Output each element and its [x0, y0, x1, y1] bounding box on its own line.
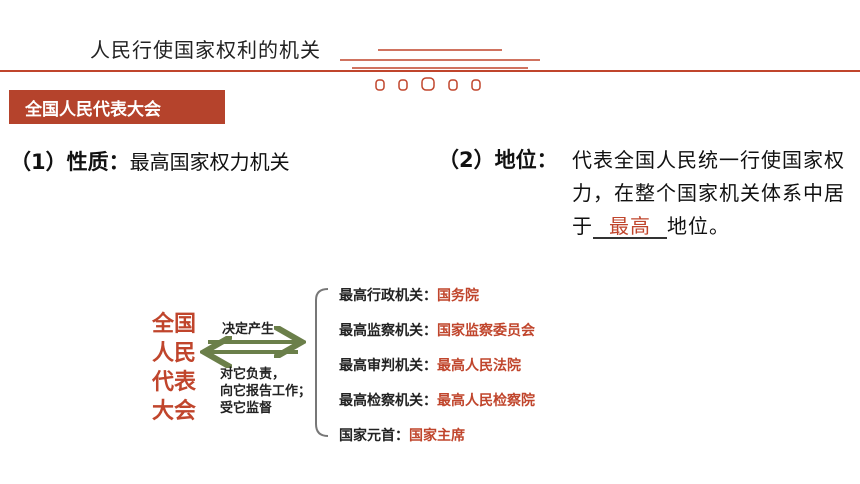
npc-label-line: 人民 — [152, 341, 197, 366]
npc-label-line: 代表 — [152, 370, 197, 395]
organ-role: 最高监察机关： — [339, 323, 437, 339]
point-nature-label: （1）性质： — [10, 150, 130, 174]
status-blank-answer: 最高 — [593, 215, 667, 239]
organ-bracket — [315, 288, 329, 437]
organ-item: 最高行政机关：国务院 — [339, 285, 535, 320]
organ-item: 最高监察机关：国家监察委员会 — [339, 320, 535, 355]
responsible-line: 受它监督 — [220, 401, 273, 416]
status-text-after: 地位。 — [667, 214, 730, 238]
arrow-label-responsible: 对它负责， 向它报告工作； 受它监督 — [220, 366, 311, 417]
point-status-text: 代表全国人民统一行使国家权力，在整个国家机关体系中居于最高地位。 — [572, 144, 852, 243]
organ-name: 国家监察委员会 — [437, 323, 535, 339]
organ-item: 最高审判机关：最高人民法院 — [339, 355, 535, 390]
npc-label: 全国 人民 代表 大会 — [152, 310, 202, 426]
organ-name: 最高人民检察院 — [437, 393, 535, 409]
organ-name: 最高人民法院 — [437, 358, 521, 374]
npc-label-line: 大会 — [152, 399, 197, 424]
npc-label-line: 全国 — [152, 312, 197, 337]
header-decoration — [0, 49, 860, 91]
responsible-line: 向它报告工作； — [220, 384, 312, 399]
section-badge: 全国人民代表大会 — [9, 90, 225, 124]
organ-role: 最高行政机关： — [339, 288, 437, 304]
arrow-label-produce: 决定产生 — [222, 322, 275, 337]
organ-item: 国家元首：国家主席 — [339, 425, 535, 460]
organ-list: 最高行政机关：国务院 最高监察机关：国家监察委员会 最高审判机关：最高人民法院 … — [339, 285, 535, 460]
organ-name: 国家主席 — [409, 428, 465, 444]
status-text-before: 代表全国人民统一行使国家权力，在整个国家机关体系中居于 — [572, 148, 845, 238]
organ-role: 国家元首： — [339, 428, 409, 444]
organ-role: 最高审判机关： — [339, 358, 437, 374]
point-status-label: （2）地位： — [438, 148, 558, 172]
organ-role: 最高检察机关： — [339, 393, 437, 409]
page-title: 人民行使国家权利的机关 — [90, 38, 321, 62]
point-nature: （1）性质：最高国家权力机关 — [10, 146, 290, 176]
point-nature-text: 最高国家权力机关 — [129, 150, 290, 174]
tiananmen-icon — [340, 49, 540, 91]
organ-item: 最高检察机关：最高人民检察院 — [339, 390, 535, 425]
responsible-line: 对它负责， — [220, 367, 286, 382]
organ-name: 国务院 — [437, 288, 479, 304]
